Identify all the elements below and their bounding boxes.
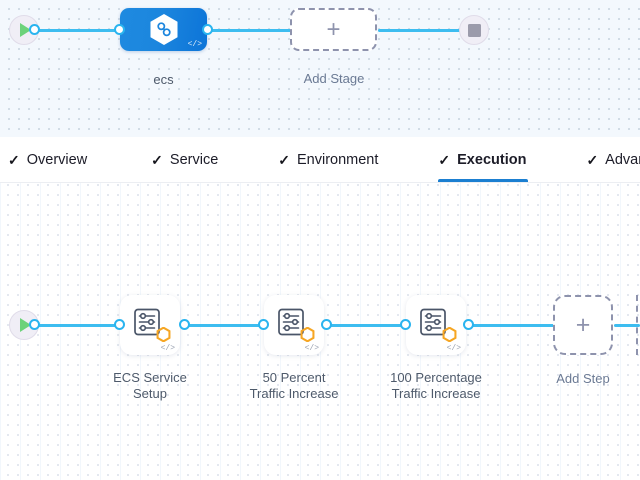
settings-sliders-icon xyxy=(134,308,160,336)
add-stage-label: Add Stage xyxy=(303,71,365,86)
check-icon: ✓ xyxy=(586,151,599,168)
tab-execution[interactable]: ✓ Execution xyxy=(430,137,540,182)
step-port-3-in[interactable] xyxy=(400,319,411,330)
step-icon-wrap xyxy=(133,308,171,342)
stage-code-tag: </> xyxy=(187,40,202,49)
tab-environment[interactable]: ✓ Environment xyxy=(270,137,392,182)
stop-icon xyxy=(467,23,481,37)
tab-service[interactable]: ✓ Service xyxy=(143,137,232,182)
step-label-line1: ECS Service xyxy=(113,370,187,385)
stage-port-start-out[interactable] xyxy=(29,24,40,35)
step-node-50-percent-traffic-increase[interactable]: </> xyxy=(264,295,324,355)
plus-icon: + xyxy=(326,15,341,43)
step-icon-wrap xyxy=(277,308,315,342)
step-label-line2: Setup xyxy=(133,386,167,401)
step-icon-wrap xyxy=(419,308,457,342)
play-icon xyxy=(20,318,31,332)
execution-steps-canvas[interactable]: </> ECS Service Setup xyxy=(0,183,640,480)
tab-advanced[interactable]: ✓ Advance xyxy=(578,137,640,182)
step-label-line2: Traffic Increase xyxy=(391,386,481,401)
hexagon-badge-icon xyxy=(442,327,457,342)
step-edge-1-to-2 xyxy=(185,324,267,327)
execution-start-node[interactable] xyxy=(9,310,39,340)
stage-port-ecs-in[interactable] xyxy=(114,24,125,35)
tab-label: Environment xyxy=(297,151,379,168)
step-label-2: 50 Percent Traffic Increase xyxy=(230,370,358,402)
step-label-line2: Traffic Increase xyxy=(249,386,339,401)
step-edge-start-to-1 xyxy=(34,324,134,327)
pipeline-start-node[interactable] xyxy=(9,15,39,45)
pipeline-end-node[interactable] xyxy=(459,15,489,45)
stage-config-tabs: ✓ Overview ✓ Service ✓ Environment ✓ Exe… xyxy=(0,137,640,183)
step-code-tag: </> xyxy=(446,344,461,353)
step-label-line1: 100 Percentage xyxy=(390,370,482,385)
add-stage-button[interactable]: + xyxy=(290,8,377,51)
step-edge-3-to-add xyxy=(469,324,554,327)
check-icon: ✓ xyxy=(278,151,290,168)
tab-label: Service xyxy=(169,151,219,168)
tab-label: Execution xyxy=(457,151,527,168)
step-port-1-out[interactable] xyxy=(179,319,190,330)
settings-sliders-icon xyxy=(420,308,446,336)
step-node-ecs-service-setup[interactable]: </> xyxy=(120,295,180,355)
step-port-2-in[interactable] xyxy=(258,319,269,330)
stage-edge-add-to-end xyxy=(378,29,466,32)
tab-overview[interactable]: ✓ Overview xyxy=(0,137,101,182)
step-port-3-out[interactable] xyxy=(463,319,474,330)
stage-edge-ecs-to-add xyxy=(208,29,300,32)
step-edge-2-to-3 xyxy=(327,324,409,327)
step-code-tag: </> xyxy=(304,344,319,353)
hexagon-infinity-icon xyxy=(150,14,177,45)
tab-label: Overview xyxy=(26,151,88,168)
check-icon: ✓ xyxy=(8,151,20,168)
step-code-tag: </> xyxy=(160,344,175,353)
stage-edge-start-to-ecs xyxy=(34,29,132,32)
stage-node-ecs[interactable]: </> xyxy=(120,8,207,51)
check-icon: ✓ xyxy=(151,151,163,168)
tab-label: Advance xyxy=(605,151,640,168)
add-step-label: Add Step xyxy=(556,371,610,386)
hexagon-badge-icon xyxy=(300,327,315,342)
settings-sliders-icon xyxy=(278,308,304,336)
step-label-1: ECS Service Setup xyxy=(95,370,205,402)
add-step-button[interactable]: + xyxy=(553,295,613,355)
step-label-line1: 50 Percent xyxy=(262,370,326,385)
step-port-start-out[interactable] xyxy=(29,319,40,330)
stage-canvas[interactable]: </> ecs + Add Stage xyxy=(0,0,640,137)
hexagon-badge-icon xyxy=(156,327,171,342)
step-label-3: 100 Percentage Traffic Increase xyxy=(372,370,500,402)
play-icon xyxy=(20,23,31,37)
stage-label-ecs: ecs xyxy=(153,72,174,87)
step-port-1-in[interactable] xyxy=(114,319,125,330)
check-icon: ✓ xyxy=(438,151,451,168)
step-node-100-percentage-traffic-increase[interactable]: </> xyxy=(406,295,466,355)
next-group-dashed-edge xyxy=(636,295,638,355)
stage-port-ecs-out[interactable] xyxy=(202,24,213,35)
step-port-2-out[interactable] xyxy=(321,319,332,330)
step-edge-add-to-next xyxy=(614,324,640,327)
plus-icon: + xyxy=(575,310,591,339)
